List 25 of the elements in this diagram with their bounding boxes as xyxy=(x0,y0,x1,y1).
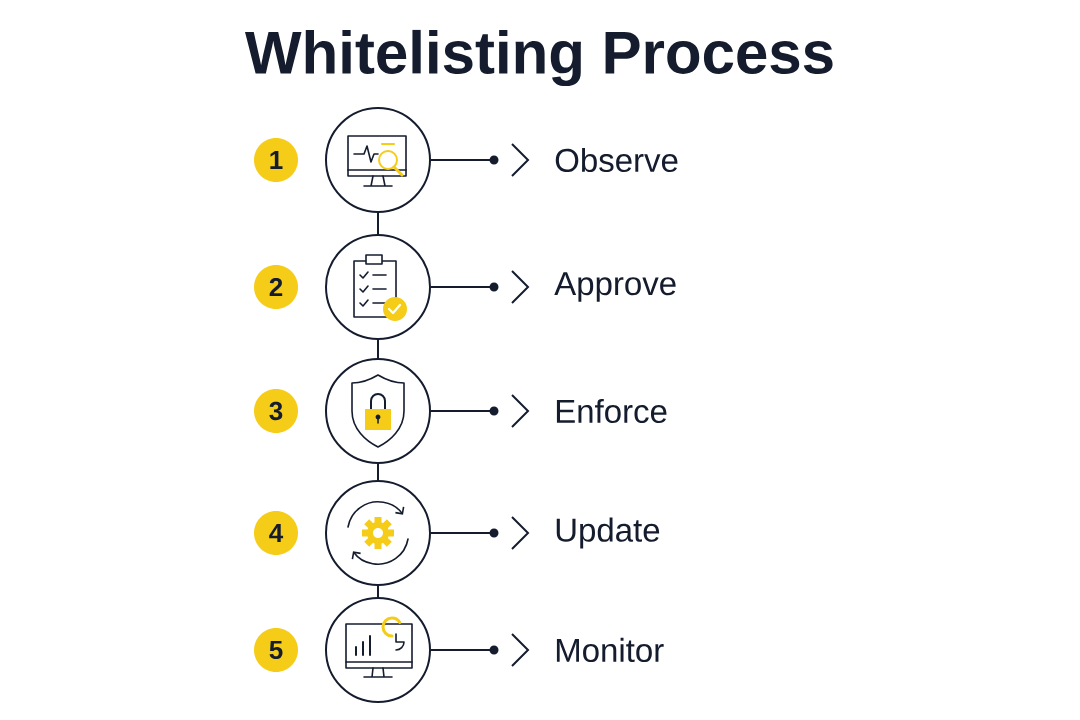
connector-arrow xyxy=(430,270,530,304)
connector-arrow xyxy=(430,143,530,177)
number-badge: 1 xyxy=(254,138,298,182)
number-badge: 5 xyxy=(254,628,298,672)
number-badge: 4 xyxy=(254,511,298,555)
number-badge: 2 xyxy=(254,265,298,309)
step-circle xyxy=(325,234,431,340)
step-label: Observe xyxy=(555,147,678,173)
step-label: Update xyxy=(556,517,660,549)
step-circle xyxy=(325,480,431,586)
step-circle xyxy=(325,358,431,464)
step-circle xyxy=(325,597,431,703)
connector-arrow xyxy=(430,633,530,667)
step-label: Monitor xyxy=(556,637,664,663)
connector-arrow xyxy=(430,394,530,428)
connector-arrow xyxy=(430,516,530,550)
connector-line xyxy=(377,463,379,481)
step-label: Approve xyxy=(554,272,676,302)
number-badge: 3 xyxy=(254,389,298,433)
connector-line xyxy=(377,339,379,359)
step-label: Enforce xyxy=(556,398,667,424)
step-circle xyxy=(325,107,431,213)
title: Whitelisting Process xyxy=(245,29,833,87)
connector-line xyxy=(377,212,379,235)
connector-line xyxy=(377,585,379,598)
